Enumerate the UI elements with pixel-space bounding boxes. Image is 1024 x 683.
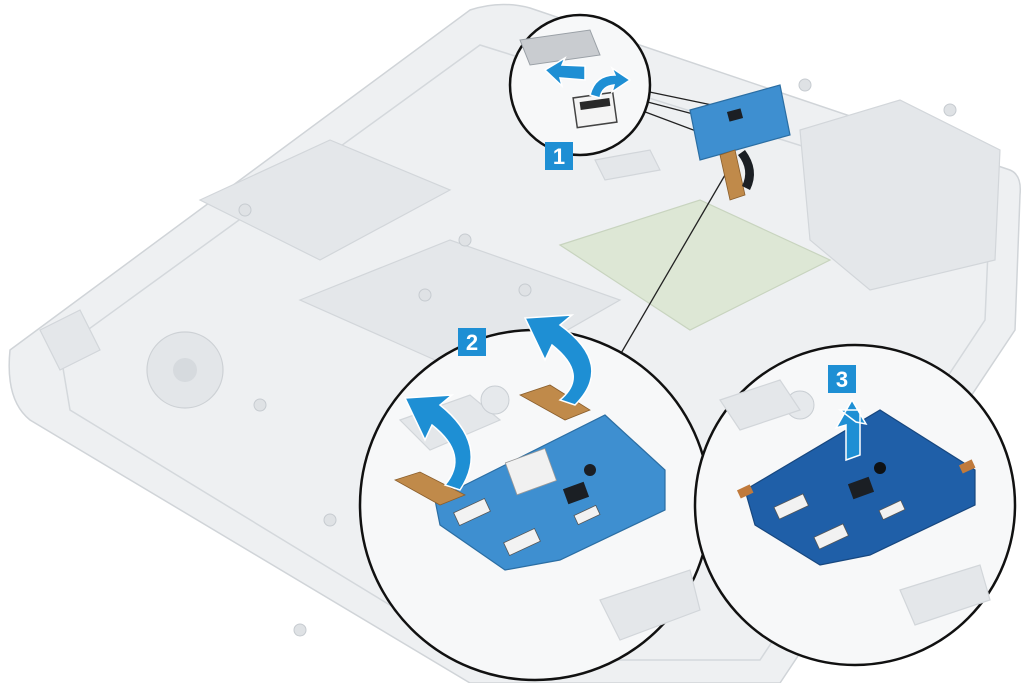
- callout-step-1: [508, 13, 652, 157]
- callout-2-cable-left: [393, 471, 466, 506]
- callout-1-arrow-pull: [543, 56, 586, 89]
- fan-hub: [173, 358, 197, 382]
- board-in-place-cable: [719, 149, 746, 201]
- step-1-badge: 1: [545, 142, 573, 170]
- callout-1-connector: [572, 91, 618, 129]
- board-in-place: [689, 84, 791, 201]
- callout-1-cable: [519, 29, 601, 66]
- metal-plate-right: [799, 99, 1001, 291]
- screw-posts: [238, 78, 957, 637]
- callout-step-3: [693, 343, 1017, 667]
- touchpad-board-ghost: [558, 199, 832, 331]
- callout-2-arrow-right: [523, 314, 593, 406]
- step-1-number: 1: [553, 144, 565, 169]
- step-3-badge: 3: [828, 365, 856, 393]
- callout-step-2: [358, 314, 712, 682]
- step-2-badge: 2: [458, 328, 486, 356]
- callout-2-label: [504, 447, 558, 496]
- board-in-place-pcb: [689, 84, 791, 161]
- callout-2-arrow-left: [403, 394, 472, 491]
- callout-2-board: [434, 414, 666, 571]
- metal-plate-left: [198, 139, 452, 261]
- callout-2-cable-right: [519, 384, 591, 421]
- background-flex-cable: [594, 149, 661, 181]
- callout-3-arrow-up: [834, 398, 868, 462]
- step-2-number: 2: [466, 330, 478, 355]
- left-io-ghost: [39, 309, 101, 371]
- step-3-number: 3: [836, 367, 848, 392]
- callout-1-arrow-lift: [589, 65, 632, 99]
